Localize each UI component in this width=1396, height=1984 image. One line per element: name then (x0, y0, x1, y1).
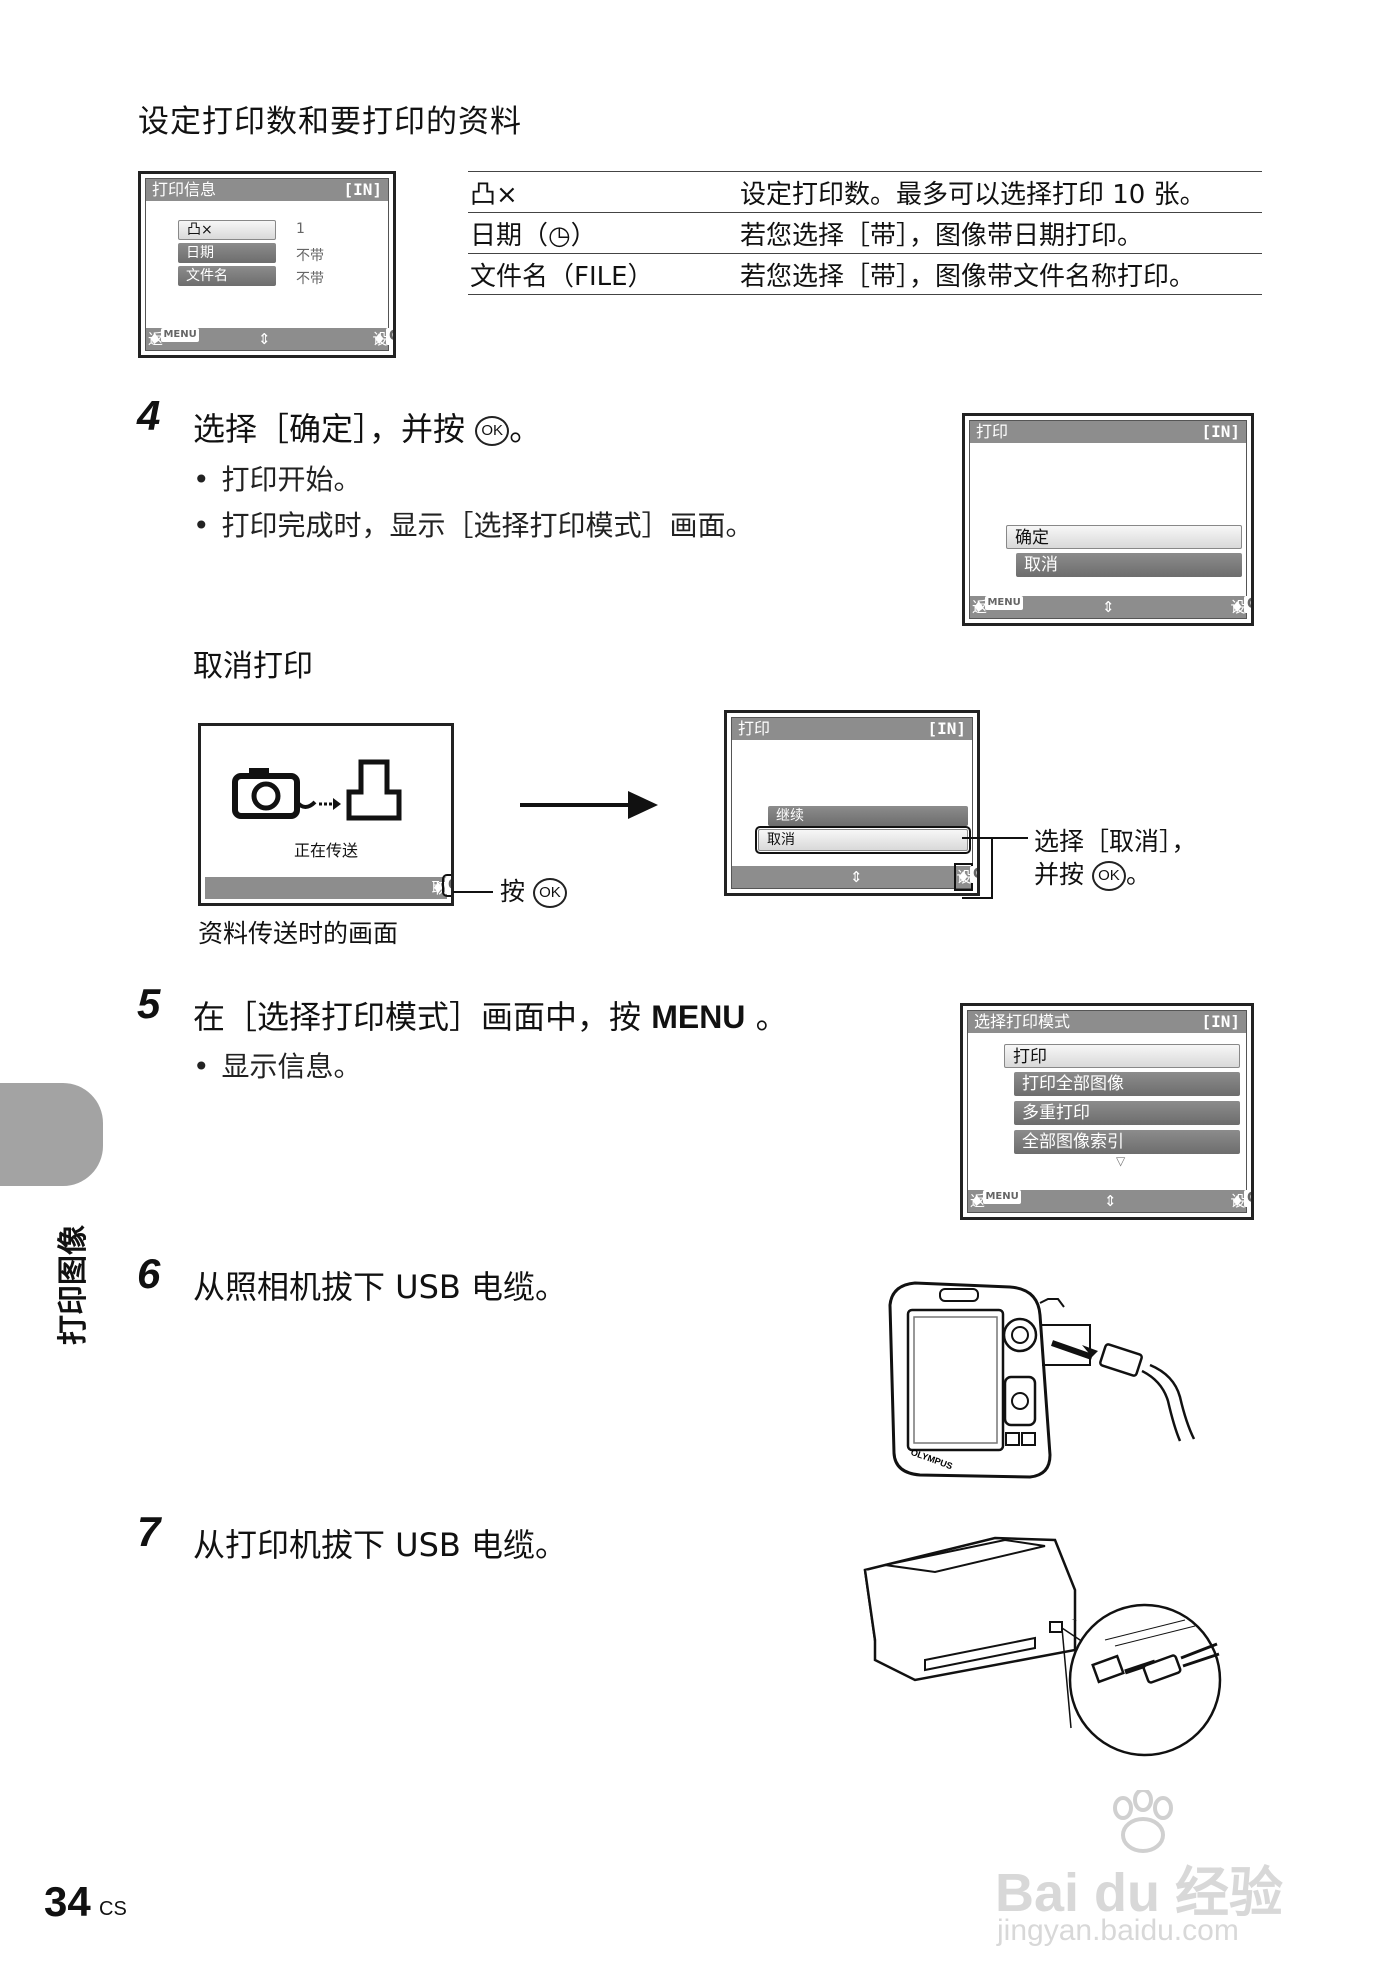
table-desc: 若您选择［带］，图像带文件名称打印。 (740, 253, 1262, 295)
section-title: 设定打印数和要打印的资料 (138, 104, 522, 140)
set-hint: 设定♦OK (373, 328, 393, 355)
scroll-down-icon: ▽ (1116, 1154, 1126, 1168)
camera-usb-illustration: OLYMPUS (888, 1281, 1196, 1479)
step-4-bullet-2: 打印完成时，显示［选择打印模式］画面。 (193, 504, 754, 544)
step-6-text: 从照相机拔下 USB 电缆。 (193, 1268, 568, 1306)
cancel-callout: 选择［取消］， 并按 OK。 (1034, 827, 1197, 891)
step-5-number: 5 (137, 980, 161, 1027)
menu-item-multi-print: 多重打印 (1014, 1101, 1240, 1125)
nav-arrows-icon: ⇕ (1102, 598, 1115, 616)
memory-indicator: [IN] (343, 180, 382, 199)
step-4-text: 选择［确定］，并按 OK。 (193, 410, 542, 448)
screen-footer: 返回♦MENU ⇕ 设定♦OK (146, 328, 393, 355)
watermark-url: jingyan.baidu.com (997, 1914, 1239, 1947)
print-info-screen: 打印信息 [IN] 凸× 1 日期 不带 文件名 不带 返回♦MENU ⇕ 设定… (138, 171, 396, 358)
chapter-tab-label: 打印图像 (56, 1225, 91, 1345)
row-filename-value: 不带 (296, 271, 324, 287)
table-row: 日期（◷） 若您选择［带］，图像带日期打印。 (468, 212, 1262, 254)
menu-item-print-all: 打印全部图像 (1014, 1072, 1240, 1096)
table-desc: 设定打印数。最多可以选择打印 10 张。 (740, 171, 1262, 213)
nav-arrows-icon: ⇕ (258, 330, 271, 348)
menu-item-continue: 继续 (768, 806, 968, 826)
chapter-tab (0, 1083, 103, 1186)
transfer-caption: 资料传送时的画面 (198, 919, 399, 948)
menu-item-confirm: 确定 (1006, 525, 1242, 549)
table-row: 凸× 设定打印数。最多可以选择打印 10 张。 (468, 171, 1262, 213)
menu-item-cancel: 取消 (755, 826, 971, 854)
screen-title: 打印信息 (152, 180, 217, 199)
page-language: CS (99, 1898, 127, 1920)
cancel-print-title: 取消打印 (193, 649, 313, 684)
printer-usb-illustration (863, 1536, 1222, 1757)
row-count-label: 凸× (178, 220, 276, 240)
step-4-number: 4 (137, 392, 161, 439)
menu-item-print: 打印 (1004, 1044, 1240, 1068)
screen-footer: 返回♦MENU ⇕ 设定♦OK (970, 596, 1251, 623)
screen-header: 打印 [IN] (970, 421, 1246, 443)
row-count-value: 1 (296, 221, 305, 237)
step-4-bullet-1: 打印开始。 (193, 458, 362, 498)
page-number: 34 (44, 1878, 91, 1925)
step-7-number: 7 (137, 1508, 161, 1555)
ok-button-icon: OK (475, 416, 510, 446)
step-5-text: 在［选择打印模式］画面中，按 MENU 。 (193, 998, 788, 1036)
step-7-text: 从打印机拔下 USB 电缆。 (193, 1526, 568, 1564)
screen-footer: ⇕ 设定♦OK (732, 863, 977, 893)
camera-to-printer-icon (232, 759, 402, 821)
transfer-screen: 正在传送 取消♦OK (198, 723, 454, 906)
paw-logo-icon (1113, 1790, 1173, 1853)
right-arrow-icon (520, 791, 658, 819)
watermark-text: Bai du 经验 (995, 1863, 1284, 1923)
table-key: 文件名（FILE） (468, 253, 740, 295)
back-hint: 返回♦MENU (148, 328, 199, 355)
settings-table: 凸× 设定打印数。最多可以选择打印 10 张。 日期（◷） 若您选择［带］，图像… (468, 171, 1262, 295)
row-date-value: 不带 (296, 248, 324, 264)
cancel-select-screen: 打印 [IN] 继续 取消 ⇕ 设定♦OK (724, 710, 980, 896)
table-row: 文件名（FILE） 若您选择［带］，图像带文件名称打印。 (468, 253, 1262, 295)
menu-item-cancel: 取消 (1016, 553, 1242, 577)
menu-item-all-index: 全部图像索引 (1014, 1130, 1240, 1154)
memory-indicator: [IN] (1201, 422, 1240, 441)
screen-footer: 取消♦OK (205, 874, 451, 903)
step-6-number: 6 (137, 1250, 161, 1297)
callout-bracket (962, 837, 1028, 899)
ok-button-icon: OK (532, 878, 567, 908)
callout-line-ok (453, 891, 493, 893)
nav-arrows-icon: ⇕ (1104, 1192, 1117, 1210)
screen-title: 打印 (976, 422, 1009, 441)
menu-key-label: MENU (651, 999, 746, 1035)
row-filename-label: 文件名 (178, 266, 276, 286)
press-label: 按 OK (500, 872, 567, 908)
table-desc: 若您选择［带］，图像带日期打印。 (740, 212, 1262, 254)
table-key: 凸× (468, 171, 740, 213)
screen-footer: 返回♦MENU ⇕ 设定♦OK (968, 1190, 1251, 1217)
print-screen: 打印 [IN] 确定 取消 返回♦MENU ⇕ 设定♦OK (962, 413, 1254, 626)
transfer-status: 正在传送 (293, 841, 358, 860)
table-key: 日期（◷） (468, 212, 740, 254)
ok-button-icon: OK (1091, 861, 1126, 891)
step-5-bullet-1: 显示信息。 (193, 1045, 362, 1085)
screen-header: 打印 [IN] (732, 718, 972, 740)
screen-header: 打印信息 [IN] (146, 179, 388, 201)
nav-arrows-icon: ⇕ (850, 868, 863, 886)
row-date-label: 日期 (178, 243, 276, 263)
print-mode-screen: 选择打印模式 [IN] 打印 打印全部图像 多重打印 全部图像索引 ▽ 返回♦M… (960, 1003, 1254, 1220)
screen-header: 选择打印模式 [IN] (968, 1011, 1246, 1033)
